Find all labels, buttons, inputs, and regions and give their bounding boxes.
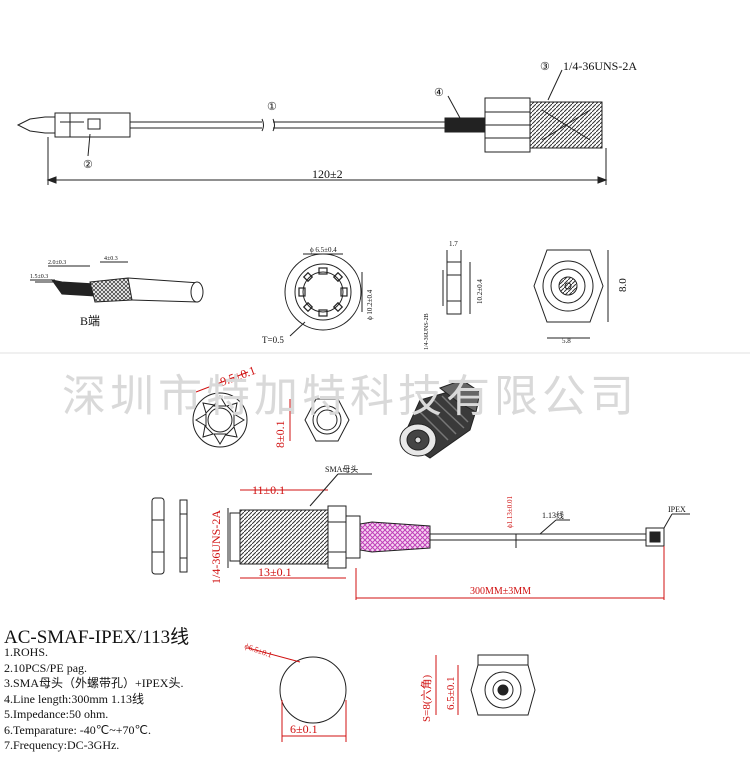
- callout-3: ③: [540, 61, 550, 73]
- bottom-hex-dim: S=8(六角): [420, 675, 433, 722]
- spec-note: 6.Temparature: -40℃~+70℃.: [4, 722, 151, 737]
- length-dimension: 120±2: [312, 167, 343, 181]
- callout-1: ①: [267, 101, 277, 113]
- spec-note: 5.Impedance:50 ohm.: [4, 707, 109, 721]
- bottom-dia-dim: 6.5±0.1: [445, 676, 457, 710]
- spec-notes: 1.ROHS. 2.10PCS/PE pag. 3.SMA母头（外螺带孔）+IP…: [4, 645, 183, 754]
- callout-4: ④: [434, 87, 444, 99]
- spec-note: 2.10PCS/PE pag.: [4, 660, 88, 675]
- hex-height: 8.0: [617, 278, 629, 292]
- b-end-label: B端: [80, 314, 100, 328]
- star-washer-view: [284, 253, 363, 337]
- thread-length-dim: 11±0.1: [252, 483, 285, 497]
- spec-note: 4.Line length:300mm 1.13线: [4, 691, 144, 706]
- assembly-thread-label: 1/4-36UNS-2A: [209, 510, 223, 584]
- hex-front-view: [533, 249, 609, 339]
- b-end-dim-b: 4±0.3: [104, 256, 118, 262]
- bottom-width-dim: 6±0.1: [290, 722, 318, 736]
- spec-note: 3.SMA母头（外螺带孔）+IPEX头.: [4, 676, 184, 690]
- hex-nut-height: 8±0.1: [273, 420, 287, 448]
- connector-3d-view: [399, 379, 481, 459]
- spec-note: 7.Frequency:DC-3GHz.: [4, 738, 120, 752]
- bottom-circle-view: [247, 647, 347, 742]
- ipex-label: IPEX: [668, 505, 686, 514]
- part-title: AC-SMAF-IPEX/113线: [4, 627, 190, 648]
- cable-label: 1.13线: [542, 510, 564, 520]
- callout-2: ②: [83, 159, 93, 171]
- b-end-dim-c: 1.5±0.3: [30, 274, 48, 280]
- cable-dia-dim: ϕ1.13±0.01: [506, 495, 514, 528]
- spec-note: 1.ROHS.: [4, 645, 49, 659]
- bottom-circle-dia: ϕ6.5±0.1: [243, 641, 273, 659]
- main-assembly-view: [151, 473, 690, 600]
- nut-side-width: 1.7: [449, 240, 458, 248]
- nut-side-view: [442, 250, 471, 315]
- washer-inner-dia: ϕ 10.2±0.4: [366, 289, 374, 320]
- thread-label-top: 1/4-36UNS-2A: [563, 59, 637, 73]
- company-watermark: 深圳市特加特科技有限公司: [62, 371, 638, 422]
- b-end-dim-a: 2.0±0.3: [48, 260, 66, 266]
- body-length-dim: 13±0.1: [258, 565, 292, 579]
- total-length-dim: 300MM±3MM: [470, 586, 531, 597]
- nut-side-thread: 1/4-36UNS-2B: [424, 313, 430, 350]
- nut-side-height: 10.2±0.4: [476, 279, 484, 304]
- bottom-hex-view: [435, 654, 536, 716]
- top-assembly-view: [16, 69, 608, 185]
- hex-width: 5.8: [562, 337, 571, 345]
- lock-washer-view: [192, 371, 249, 448]
- sma-head-label: SMA母头: [325, 464, 358, 474]
- hex-nut-view: [289, 398, 350, 442]
- washer-outer-dia: ϕ 6.5±0.4: [310, 246, 337, 254]
- b-end-view: [30, 261, 204, 303]
- washer-thickness: T=0.5: [262, 335, 284, 345]
